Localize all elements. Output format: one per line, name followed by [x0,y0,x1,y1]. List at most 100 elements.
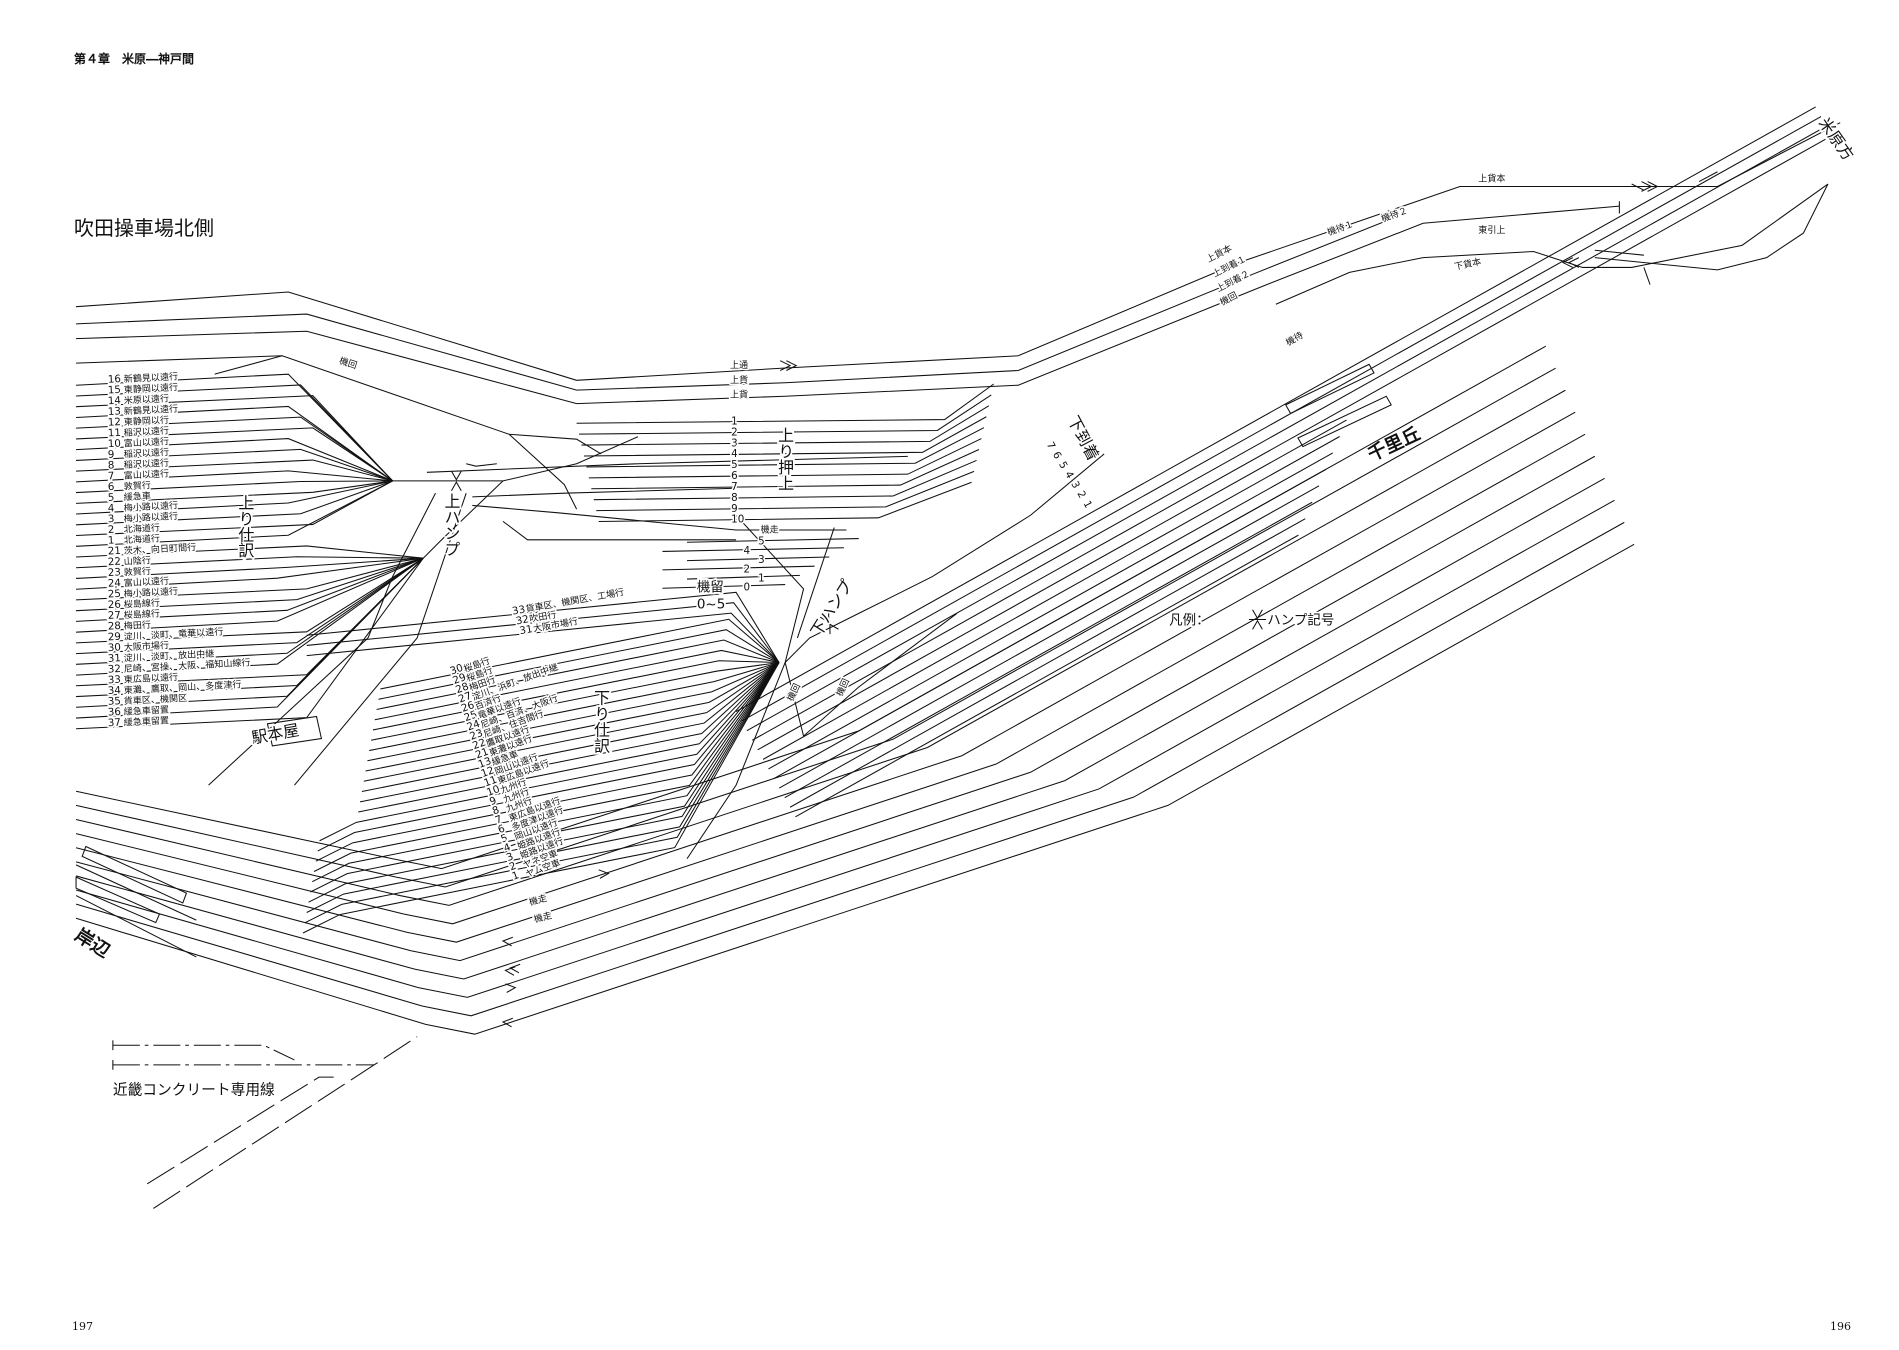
up-sort-track-number: 27 [107,609,121,622]
up-sort-track-destination: 北海道行 [123,522,160,536]
loco-stabling-track-number: 2 [743,563,750,575]
up-sort-track [76,438,393,482]
up-push-track [588,438,982,479]
down-hump-symbol-icon [819,612,839,635]
up-sort-track-number: 30 [107,641,121,654]
up-push-track-number: 2 [731,426,738,438]
page-title: 吹田操車場北側 [74,216,214,240]
up-sort-track-destination: 緩急車留置 [123,714,169,728]
up-sort-track [76,405,393,482]
up-sort-track [76,384,393,482]
up-sort-track-number: 2 [107,524,114,536]
track-label-loco-return-a: 機回 [784,681,803,703]
area-label-loco-stabling-range: 0~5 [697,596,725,612]
through-line-track [75,521,1625,1017]
through-line-track [75,411,1576,925]
track-label-loco-return-left: 機回 [338,355,359,372]
down-arrival-track-number: 7 [1044,440,1058,451]
loco-stabling-track-number: 3 [758,554,765,566]
up-push-track-number: 6 [731,470,738,482]
main-line-track [795,534,1299,818]
station-building: 駅本屋 [250,720,300,747]
up-sort-track-number: 22 [107,556,121,569]
up-sort-track [76,557,424,633]
up-sort-track [76,480,393,547]
up-hump-symbol-icon [451,470,462,491]
up-sort-track [76,395,393,482]
up-sort-track-destination: 稲沢以遠行 [123,457,169,471]
down-sort-track [358,662,780,813]
up-push-track [576,383,995,424]
hump-symbol-icon [1248,609,1267,630]
up-sort-track-number: 10 [107,437,121,450]
loco-stabling-track [686,556,830,562]
station-kishibe: 岸辺 [71,924,114,962]
up-sort-track-number: 15 [107,384,121,397]
station-senrioka: 千里丘 [1365,423,1424,465]
legend: 凡例： ハンプ記号 [1167,609,1336,630]
chapter-heading: 第４章 米原―神戸間 [74,51,194,66]
loco-stabling-track [686,538,859,543]
up-sort-track [76,557,424,622]
loco-stabling-track-number: 0 [743,582,750,594]
loco-stabling-track-number: 4 [743,545,750,557]
up-sort-track [76,545,424,559]
up-push-track [579,394,992,435]
main-line-track [757,419,1347,751]
track-label-up-freight-1: 上貨 [730,374,748,386]
track-label-east-pull: 東引上 [1478,224,1505,236]
up-sort-track-number: 34 [107,684,121,697]
up-sort-track [76,557,424,676]
area-label-up-sort: 上り仕訳 [236,494,255,558]
up-sort-track-destination: 富山以遠行 [123,575,169,589]
up-sort-track-number: 12 [107,416,121,429]
up-push-track-number: 1 [731,415,738,427]
up-sort-track-destination: 富山以遠行 [123,467,169,481]
up-sort-track-number: 1 [107,534,114,546]
up-sort-track [76,557,424,655]
loco-stabling-track [662,565,815,571]
up-sort-track [76,427,393,482]
down-sort-track [308,662,780,903]
up-push-track-number: 3 [731,437,738,449]
track-label-up-through: 上通 [730,360,748,371]
main-line-track [752,135,1833,741]
down-sort-track [319,662,780,842]
down-sort-track-number: 32 [515,613,530,627]
up-push-track-number: 10 [731,514,744,526]
down-sort-track [310,662,780,893]
track-label-loco-wait: 機待 [1284,329,1306,348]
up-sort-track-number: 11 [107,427,121,440]
up-sort-track [76,480,393,526]
down-sort-track [371,661,780,741]
up-sort-track-destination: 桜島線行 [123,607,160,621]
track-label-loco-run-1: 機走 [528,892,549,908]
up-sort-track-destination: 緩急車留置 [123,704,169,718]
up-sort-track [76,556,424,569]
up-sort-track [76,480,393,504]
up-sort-track [76,557,424,644]
up-sort-track [76,557,424,612]
main-line-track [784,501,1313,799]
up-push-track [591,449,980,490]
track-label-loco-run-2: 機走 [533,909,554,925]
up-push-track [581,405,990,446]
up-sort-track-number: 23 [107,566,121,579]
down-sort-track [306,602,780,663]
down-sort-track-destination: 貨車区、機関区、工場行 [525,586,625,615]
up-sort-track [76,557,424,665]
down-sort-track [363,662,780,782]
up-sort-track-number: 5 [107,492,114,504]
through-line-track [75,455,1596,962]
loco-stabling-track-number: 5 [758,536,765,548]
up-sort-track-destination: 敦賀行 [123,565,151,578]
up-sort-track-number: 31 [107,652,121,665]
up-sort-track-destination: 山陰行 [123,554,151,567]
through-line-track [75,477,1605,980]
up-sort-track-destination: 稲沢以遠行 [123,424,169,438]
siding-label: 近畿コンクリート専用線 [113,1081,275,1098]
loco-stabling-track-number: 1 [758,573,765,585]
up-sort-track-number: 25 [107,588,121,601]
up-sort-track-number: 36 [107,706,121,719]
